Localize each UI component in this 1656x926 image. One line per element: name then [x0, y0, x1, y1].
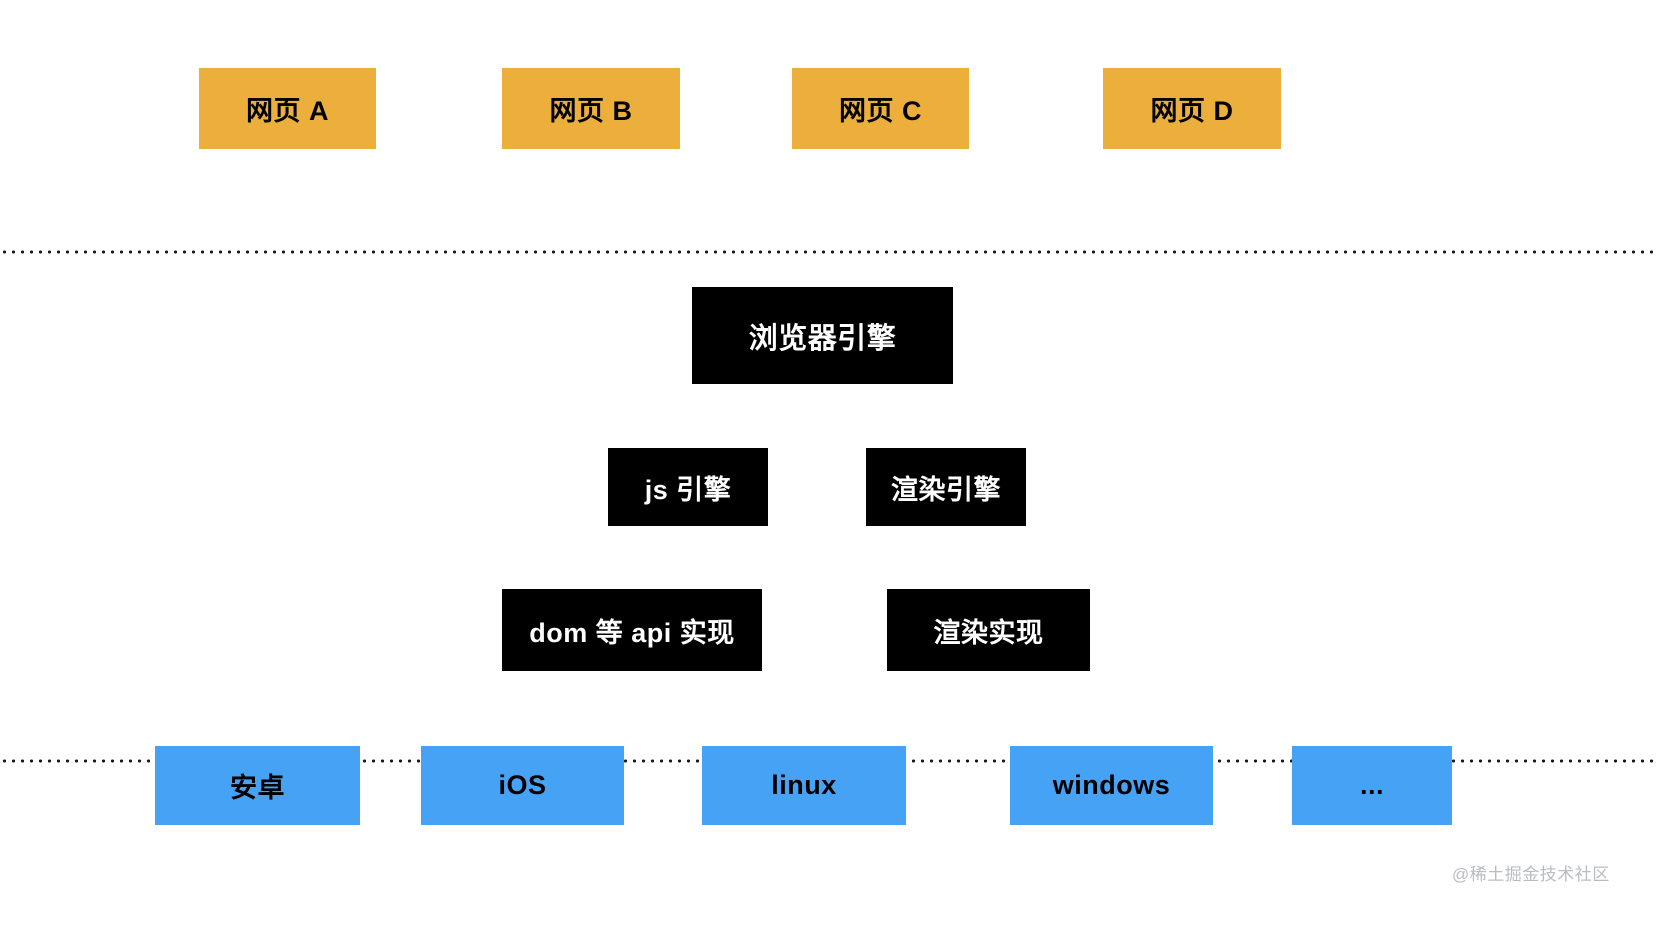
- web-page-box-b-label: 网页 B: [549, 96, 633, 126]
- render-impl-box: 渲染实现: [887, 589, 1090, 671]
- os-box-linux-label: linux: [771, 770, 837, 800]
- web-page-box-c-label: 网页 C: [839, 96, 922, 126]
- web-page-box-c: 网页 C: [792, 68, 969, 149]
- os-box-more-label: ...: [1359, 770, 1384, 800]
- web-page-box-b: 网页 B: [502, 68, 680, 149]
- js-engine-box-label: js 引擎: [644, 474, 732, 505]
- os-box-ios: iOS: [421, 746, 624, 825]
- web-page-box-d: 网页 D: [1103, 68, 1281, 149]
- render-engine-box: 渲染引擎: [866, 448, 1026, 526]
- watermark: @稀土掘金技术社区: [1452, 865, 1610, 884]
- dom-api-impl-box: dom 等 api 实现: [502, 589, 762, 671]
- os-box-ios-label: iOS: [498, 770, 547, 800]
- os-box-android: 安卓: [155, 746, 360, 825]
- render-impl-box-label: 渲染实现: [933, 617, 1044, 648]
- web-page-box-a-label: 网页 A: [246, 96, 329, 126]
- os-box-linux: linux: [702, 746, 906, 825]
- render-engine-box-label: 渲染引擎: [891, 474, 1001, 505]
- browser-engine-box: 浏览器引擎: [692, 287, 953, 384]
- os-box-android-label: 安卓: [230, 773, 285, 803]
- web-page-box-a: 网页 A: [199, 68, 376, 149]
- os-box-more: ...: [1292, 746, 1452, 825]
- dom-api-impl-box-label: dom 等 api 实现: [529, 617, 735, 648]
- web-to-engine-divider: [0, 250, 1656, 254]
- browser-engine-box-label: 浏览器引擎: [748, 322, 897, 355]
- web-page-box-d-label: 网页 D: [1150, 96, 1234, 126]
- js-engine-box: js 引擎: [608, 448, 768, 526]
- os-box-windows-label: windows: [1052, 770, 1171, 800]
- os-box-windows: windows: [1010, 746, 1213, 825]
